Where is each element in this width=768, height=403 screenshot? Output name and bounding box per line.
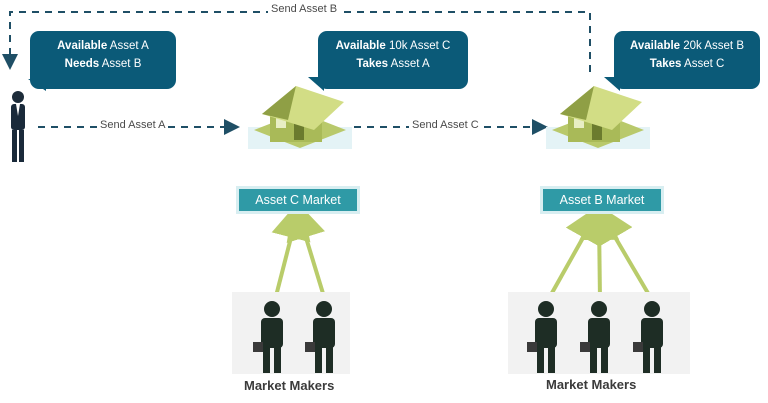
bubble-tail — [308, 77, 324, 91]
bubble-3-line1-bold: Available — [629, 40, 681, 52]
house-icon — [546, 86, 650, 149]
maker-arrows-right — [546, 200, 654, 302]
bubble-tail — [604, 77, 620, 91]
bubble-2-line2-bold: Takes — [356, 58, 389, 70]
bubble-2-line1-rest: 10k Asset C — [385, 40, 451, 52]
market-makers-label-left: Market Makers — [244, 378, 335, 393]
market-makers-label-right: Market Makers — [546, 377, 637, 392]
bubble-2-line1-bold: Available — [335, 40, 386, 52]
bubble-1-line2-rest: Asset B — [99, 58, 142, 70]
bubble-3-line1-rest: 20k Asset B — [680, 40, 744, 52]
trader-person-icon — [11, 91, 25, 162]
bubble-tail — [28, 79, 46, 91]
send-asset-a-label: Send Asset A — [97, 119, 169, 131]
bubble-1-line2-bold: Needs — [64, 58, 100, 70]
asset-c-market-speech-bubble: Available 10k Asset C Takes Asset A — [308, 31, 468, 91]
bubble-1-line1-rest: Asset A — [107, 40, 149, 52]
bubble-3-line2-rest: Asset C — [681, 58, 725, 70]
asset-c-market-box: Asset C Market — [236, 186, 360, 214]
bubble-3-line2-bold: Takes — [649, 58, 682, 70]
maker-arrows-left — [271, 198, 327, 301]
trader-speech-bubble: Available Asset A Needs Asset B — [28, 31, 176, 91]
send-asset-b-arrow — [2, 11, 591, 72]
market-maker-figures-left — [232, 292, 350, 374]
asset-b-market-speech-bubble: Available 20k Asset B Takes Asset C — [604, 31, 760, 91]
bubble-2-line2-rest: Asset A — [388, 58, 430, 70]
send-asset-c-label: Send Asset C — [409, 119, 482, 131]
bubble-1-line1-bold: Available — [57, 40, 108, 52]
house-icon — [248, 86, 352, 149]
send-asset-b-label: Send Asset B — [268, 3, 341, 15]
asset-b-market-box: Asset B Market — [540, 186, 664, 214]
market-maker-figures-right — [508, 292, 690, 374]
